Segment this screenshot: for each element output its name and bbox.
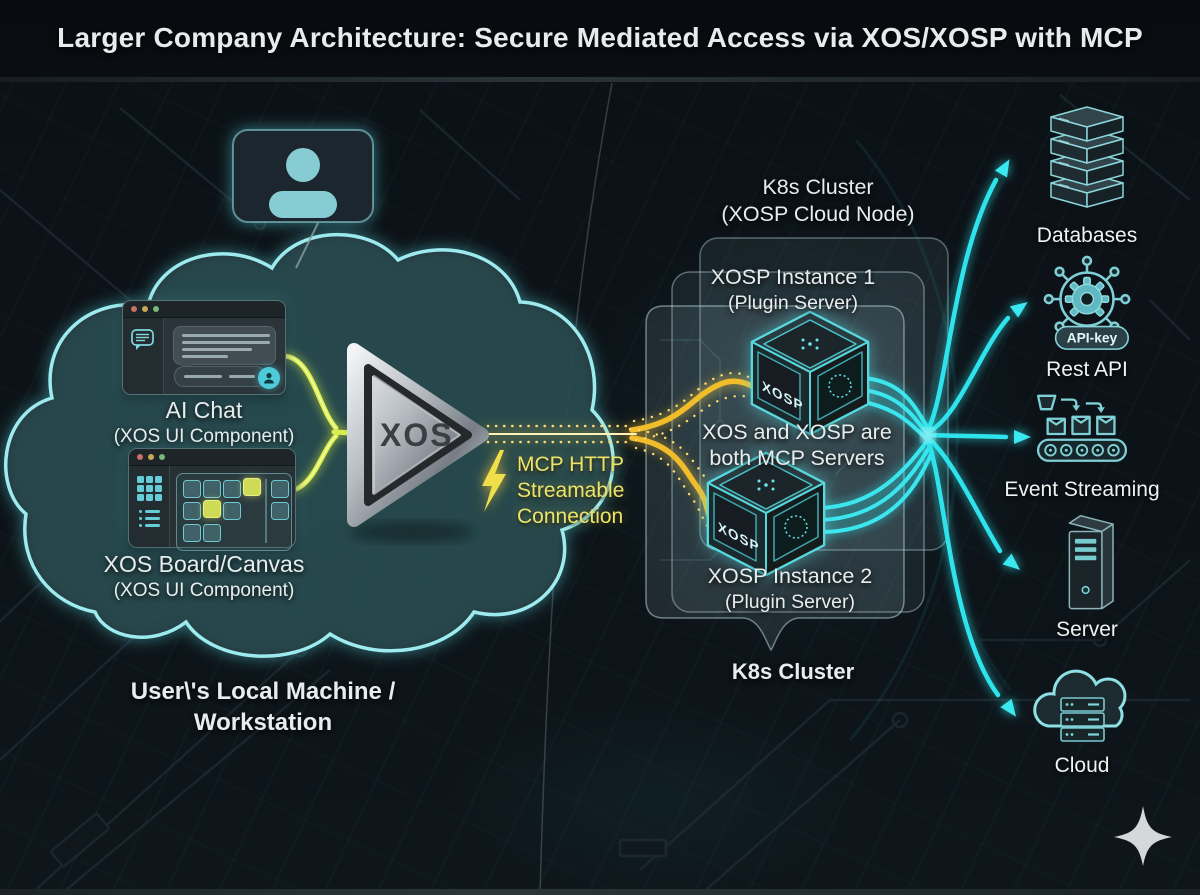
user-panel	[232, 129, 374, 223]
minimize-dot	[148, 454, 154, 460]
user-to-cloud-line	[295, 222, 319, 269]
mcp-line3: Connection	[517, 505, 624, 528]
grid-view-icon	[136, 476, 162, 501]
user-avatar-icon	[269, 148, 337, 218]
title-divider	[0, 77, 1200, 82]
server-tower-icon	[1068, 514, 1114, 610]
conveyor-belt-icon	[1036, 394, 1128, 462]
zoom-dot	[153, 306, 159, 312]
service-label: Event Streaming	[1004, 478, 1160, 501]
close-dot	[131, 306, 137, 312]
service-label: Cloud	[1054, 754, 1110, 777]
k8s-footer-label: K8s Cluster	[731, 659, 855, 684]
service-label: Rest API	[1046, 358, 1128, 381]
xos-board-window	[128, 448, 296, 551]
ai-chat-sublabel: (XOS UI Component)	[113, 425, 295, 447]
sparkle-icon	[1114, 806, 1172, 866]
xos-triangle: XOS	[347, 343, 489, 527]
cube-to-hub-lines	[818, 376, 934, 534]
bottom-edge-strip	[0, 889, 1200, 895]
instance1-line1: XOSP Instance 1	[710, 265, 876, 289]
page-title: Larger Company Architecture: Secure Medi…	[57, 22, 1143, 53]
instance2-line1: XOSP Instance 2	[707, 564, 873, 588]
board-sublabel: (XOS UI Component)	[113, 579, 295, 601]
triangle-shadow	[350, 521, 474, 543]
canvas-divider	[265, 479, 267, 543]
fanout-arrowheads	[994, 159, 1031, 717]
board-label: XOS Board/Canvas	[103, 551, 305, 577]
instance1-line2: (Plugin Server)	[727, 292, 859, 314]
board-canvas-area[interactable]	[176, 473, 292, 551]
person-icon	[264, 373, 274, 384]
list-view-icon	[138, 510, 160, 527]
xosp-instance1-label: XOSP Instance 1 (Plugin Server)	[643, 264, 943, 316]
xosp-cube-1: XOSP	[750, 310, 870, 436]
mcp-servers-note: XOS and XOSP are both MCP Servers	[637, 419, 957, 471]
ai-chat-titlebar	[123, 301, 285, 318]
gear-api-icon: API-key	[1043, 255, 1131, 350]
k8s-header-line2: (XOSP Cloud Node)	[721, 202, 915, 226]
hub-fanout-lines	[925, 177, 1011, 698]
xosp-cube-2: XOSP	[706, 451, 826, 577]
svg-text:API-key: API-key	[1067, 330, 1118, 345]
mcp-line2: Streamable	[517, 479, 625, 502]
service-cloud: Cloud	[987, 660, 1177, 778]
hub-glow	[921, 428, 935, 442]
instance2-line2: (Plugin Server)	[724, 591, 856, 613]
caption-line2: Workstation	[193, 709, 333, 736]
mcp-connection-label: MCP HTTP Streamable Connection	[517, 452, 687, 530]
close-dot	[137, 454, 143, 460]
k8s-header: K8s Cluster (XOSP Cloud Node)	[658, 174, 978, 228]
service-databases: Databases	[992, 104, 1182, 248]
api-key-badge: API-key	[1054, 325, 1129, 350]
cloud-servers-icon	[1033, 669, 1127, 742]
service-label: Databases	[1036, 224, 1138, 247]
service-label: Server	[1056, 618, 1118, 641]
lightning-bolt-icon	[482, 450, 506, 512]
k8s-header-line1: K8s Cluster	[762, 175, 874, 199]
board-titlebar	[129, 449, 295, 466]
database-stack-icon	[1050, 106, 1124, 208]
ai-chat-label: AI Chat	[165, 397, 243, 423]
xosp-instance2-label: XOSP Instance 2 (Plugin Server)	[630, 563, 950, 615]
mcp-line1: MCP HTTP	[517, 453, 624, 476]
service-rest-api: API-key Rest API	[992, 254, 1182, 382]
ai-chat-messages	[164, 318, 285, 394]
note-line1: XOS and XOSP are	[702, 420, 892, 444]
assistant-message-bubble	[173, 326, 276, 372]
service-server: Server	[992, 512, 1182, 642]
ai-chat-window	[122, 300, 286, 395]
caption-line1: User\'s Local Machine /	[130, 678, 396, 705]
chat-bubble-icon	[131, 329, 154, 350]
title-bar	[0, 0, 1200, 78]
xos-label: XOS	[380, 417, 454, 453]
zoom-dot	[159, 454, 165, 460]
chat-input-field[interactable]	[174, 366, 266, 387]
beam-split-upper	[629, 378, 755, 433]
local-machine-caption: User\'s Local Machine / Workstation	[103, 676, 423, 738]
ai-chat-label-block: AI Chat (XOS UI Component)	[94, 396, 314, 448]
note-line2: both MCP Servers	[709, 446, 885, 470]
board-label-block: XOS Board/Canvas (XOS UI Component)	[84, 550, 324, 602]
send-avatar-button[interactable]	[258, 367, 280, 389]
ai-chat-sidebar	[123, 318, 164, 394]
board-sidebar	[129, 466, 170, 547]
service-event-streaming: Event Streaming	[987, 392, 1177, 502]
minimize-dot	[142, 306, 148, 312]
